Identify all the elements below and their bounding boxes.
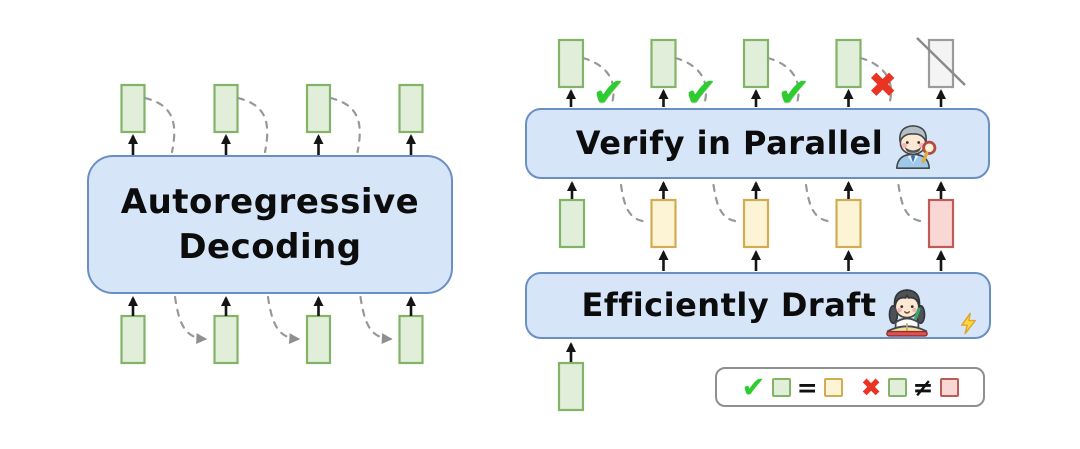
left-input-arrows [128,296,416,316]
token [305,314,332,365]
verify-box-title: Verify in Parallel [575,123,884,162]
verify-compare-curves [581,56,893,105]
draft-box-title: Efficiently Draft [581,285,877,324]
draft-token [835,198,862,249]
legend-yellow-token [823,377,843,397]
draft-tokens [558,198,955,249]
verify-in-parallel-box: Verify in Parallel [525,108,990,179]
verify-output-arrows [566,89,946,107]
token [213,83,239,134]
legend-cross-icon: ✖ [860,372,882,402]
accepted-token [650,38,677,89]
legend-red-token [939,377,959,397]
legend-check-icon: ✔ [741,369,766,404]
check-icon: ✔ [777,70,811,116]
draft-sequence-curves [619,183,922,223]
check-icon: ✔ [592,70,626,116]
efficiently-draft-box: Efficiently Draft [525,272,991,339]
verify-input-arrows [567,181,946,199]
token [305,83,332,134]
draft-token [742,198,770,249]
title-line-1: Autoregressive [120,182,420,223]
title-line-2: Decoding [178,226,362,267]
autoregressive-decoding-box: Autoregressive Decoding [87,155,453,294]
check-icon: ✔ [684,70,718,116]
accepted-token [742,38,770,89]
accepted-token [835,38,862,89]
legend: ✔ = ✖ ≠ [715,367,985,407]
token [120,314,146,365]
legend-green-token [887,377,907,397]
prompt-token-group [557,342,585,412]
left-output-arrows [128,134,416,155]
accepted-token [557,38,585,89]
draft-output-arrows [658,250,946,271]
lightning-bolt-icon [961,312,976,335]
left-output-tokens [120,83,424,134]
autoregressive-box-title: Autoregressive Decoding [121,180,419,268]
token [213,314,239,365]
token [120,83,146,134]
legend-equals-sign: = [796,372,818,402]
detective-with-magnifier-icon [896,124,937,169]
token [398,314,424,365]
strike-through-line [916,37,966,86]
input-token [558,198,586,249]
writer-student-icon [885,288,928,337]
legend-green-token [771,377,791,397]
token [398,83,424,134]
right-output-tokens [557,37,966,89]
rejected-draft-token [927,198,955,249]
legend-not-equals-sign: ≠ [912,372,934,402]
draft-token [650,198,677,249]
cross-icon: ✖ [868,66,898,106]
left-input-tokens [120,314,424,365]
discarded-token [927,38,955,89]
prompt-token [557,361,585,412]
left-feedback-curves-bottom [173,295,393,344]
